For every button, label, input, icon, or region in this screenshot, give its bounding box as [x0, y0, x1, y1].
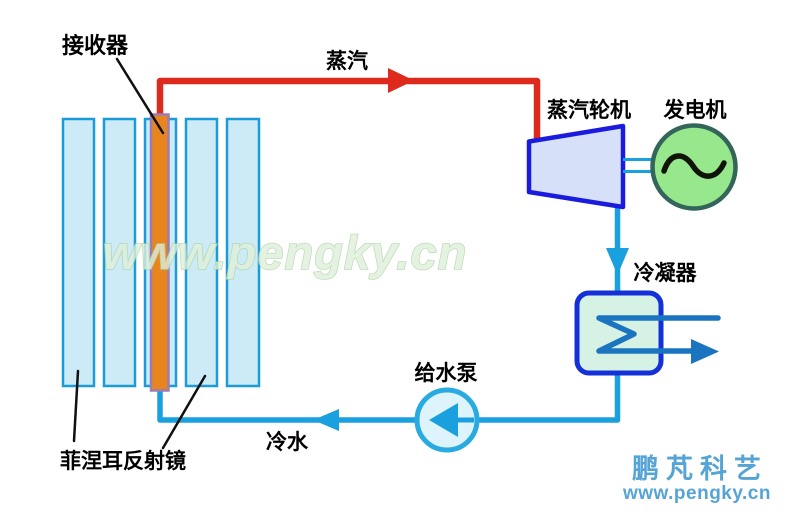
steam-pipe [156, 77, 541, 145]
fresnel-mirror [61, 117, 96, 388]
fresnel-mirror [184, 117, 219, 388]
brand-name: 鹏芃科艺 [632, 454, 768, 484]
receiver-pointer-line [115, 57, 165, 135]
steam-flow-arrow-icon [388, 68, 414, 93]
annotation-pointer-lines [72, 57, 207, 450]
cooling-water-out-arrow-icon [691, 339, 719, 364]
steam-label: 蒸汽 [326, 49, 368, 73]
pump-direction-arrow-icon [429, 403, 458, 437]
condenser-cooling-coil [596, 315, 721, 354]
cold-water-flow-arrow-icon [313, 409, 339, 431]
receiver-label: 接收器 [62, 33, 129, 58]
generator-label: 发电机 [663, 98, 727, 122]
mirror-pointer-line-left [72, 369, 80, 443]
generator-sine-wave-icon [661, 153, 727, 179]
mirror-pointer-line-right [161, 374, 207, 450]
steam-turbine [526, 123, 626, 210]
turbine-generator-shaft [623, 158, 655, 173]
cold-water-pipe [157, 367, 621, 423]
fresnel-mirror [102, 117, 137, 388]
fresnel-reflector-label: 菲涅耳反射镜 [60, 449, 186, 473]
steam-turbine-label: 蒸汽轮机 [547, 98, 631, 122]
receiver-tube [149, 113, 170, 392]
feedwater-pump-label: 给水泵 [415, 361, 478, 385]
watermark-text: www.pengky.cn [103, 226, 468, 279]
condenser [574, 290, 664, 376]
fresnel-mirror [225, 117, 261, 388]
brand-url: www.pengky.cn [622, 483, 771, 504]
condenser-label: 冷凝器 [634, 261, 698, 285]
exhaust-flow-arrow-icon [606, 248, 629, 275]
cold-water-label: 冷水 [266, 430, 309, 454]
